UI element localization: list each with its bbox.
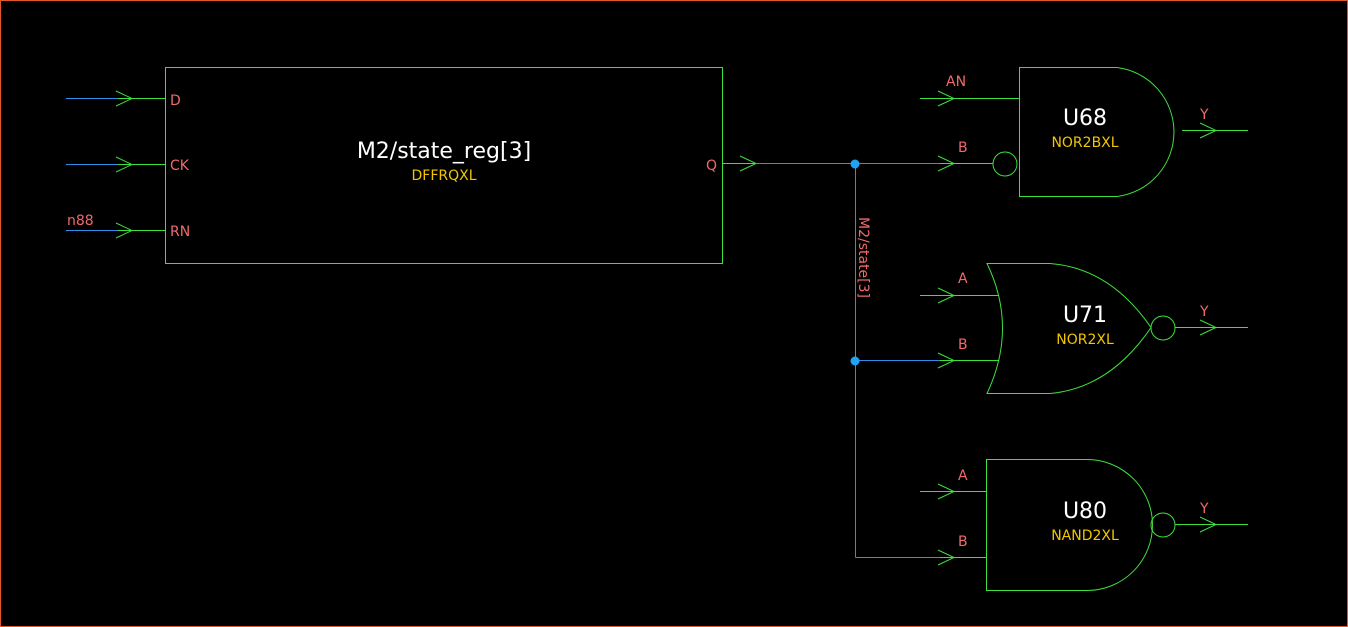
wire-rn-input[interactable] (66, 222, 165, 239)
net-label-rn-input: n88 (67, 213, 94, 229)
wire-d-input[interactable] (66, 90, 165, 107)
wire-u71-a[interactable] (920, 287, 999, 304)
net-label-state: M2/state[3] (855, 217, 871, 298)
gate-u80-pin-label-y: Y (1199, 501, 1209, 517)
gate-u80-cell-label: NAND2XL (1051, 528, 1119, 544)
gate-u71-cell-label: NOR2XL (1056, 332, 1114, 348)
gate-u71-pin-label-y: Y (1199, 304, 1209, 320)
wire-q-output[interactable] (722, 155, 758, 172)
net-state[interactable] (756, 159, 940, 558)
gate-u80-body (986, 459, 1153, 591)
gate-u68-instance-label: U68 (1063, 106, 1107, 131)
gate-u71-body (986, 263, 1152, 394)
gate-u80-pin-label-a: A (958, 468, 968, 484)
pin-label-ck: CK (170, 158, 190, 174)
junction-dot (850, 356, 860, 366)
wire-u80-y[interactable] (1175, 516, 1248, 533)
gate-u80-pin-label-b: B (958, 534, 968, 550)
gate-u80[interactable]: U80 NAND2XL A B Y (958, 459, 1209, 591)
pin-label-d: D (170, 93, 181, 109)
gate-u68-pin-label-y: Y (1199, 107, 1209, 123)
gate-u68-input-bubble (992, 151, 1018, 177)
flipflop-cell-label: DFFRQXL (411, 168, 476, 184)
flipflop-cell[interactable]: M2/state_reg[3] DFFRQXL D CK RN Q (165, 67, 723, 264)
wire-u80-b[interactable] (937, 549, 986, 566)
gate-u71-instance-label: U71 (1063, 303, 1107, 328)
wire-u68-a[interactable] (920, 90, 1019, 107)
gate-u68-pin-label-b: B (958, 140, 968, 156)
wire-u71-b[interactable] (937, 352, 999, 369)
flipflop-instance-label: M2/state_reg[3] (357, 139, 531, 164)
gate-u71[interactable]: U71 NOR2XL A B Y (958, 263, 1209, 394)
wire-ck-input[interactable] (66, 156, 165, 173)
gate-u68[interactable]: U68 NOR2BXL AN B Y (946, 67, 1209, 197)
wire-u80-a[interactable] (920, 483, 986, 500)
pin-label-q: Q (706, 158, 717, 174)
flipflop-body (165, 67, 723, 264)
wire-u68-b[interactable] (937, 155, 993, 172)
gate-u80-output-bubble (1150, 512, 1176, 538)
gate-u71-pin-label-a: A (958, 271, 968, 287)
gate-u71-pin-label-b: B (958, 337, 968, 353)
gate-u71-output-bubble (1150, 315, 1176, 341)
gate-u80-instance-label: U80 (1063, 499, 1107, 524)
gate-u68-cell-label: NOR2BXL (1051, 135, 1118, 151)
wire-u71-y[interactable] (1175, 319, 1248, 336)
junction-dot (850, 159, 860, 169)
pin-label-rn: RN (170, 224, 190, 240)
gate-u68-body (1019, 67, 1175, 197)
wire-u68-y[interactable] (1182, 122, 1248, 139)
gate-u68-pin-label-a: AN (946, 74, 966, 90)
